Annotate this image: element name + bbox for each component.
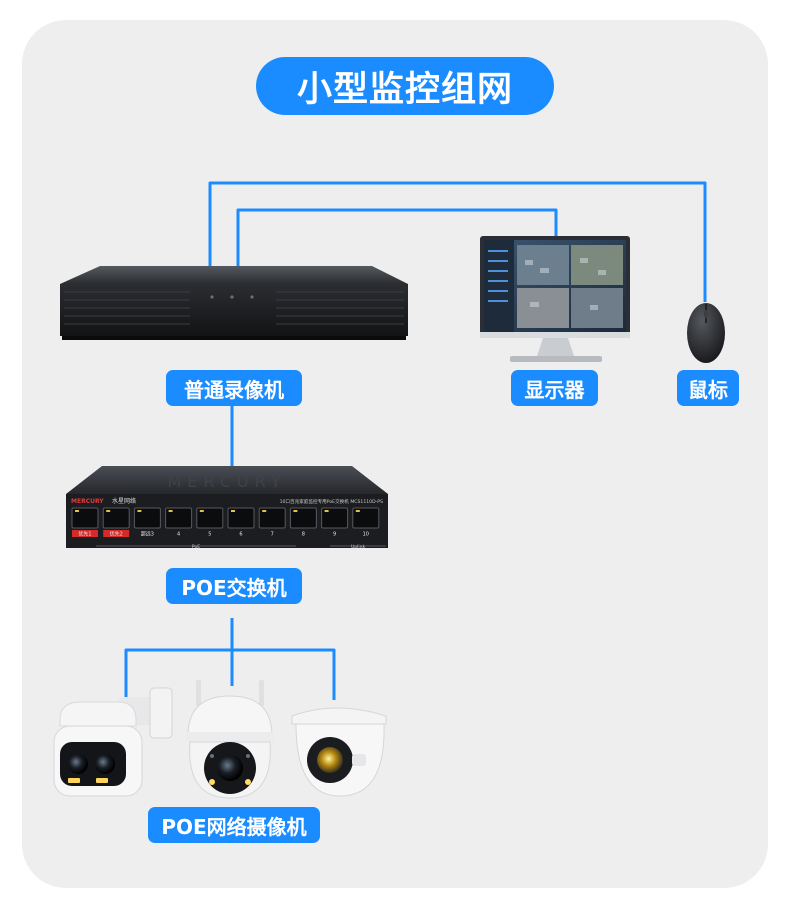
switch-uplink-group: Uplink	[351, 544, 366, 550]
switch-port	[258, 507, 286, 529]
switch-port-led	[199, 510, 204, 512]
diagram-card	[22, 20, 768, 888]
switch-label: POE交换机	[166, 568, 302, 604]
switch-port-label: 8	[302, 532, 305, 538]
camera-dome	[291, 707, 387, 797]
switch-port	[321, 507, 349, 529]
switch-port	[102, 507, 130, 529]
switch-port-priority-tag	[103, 530, 130, 537]
switch-brand-cn: 水星网络	[112, 497, 136, 505]
switch-port-led	[324, 510, 329, 512]
switch-port-label: 9	[333, 532, 336, 538]
switch-port	[133, 507, 161, 529]
switch-top-brand: MERCURY	[168, 472, 287, 491]
cameras-label: POE网络摄像机	[148, 807, 320, 843]
switch-port-led	[355, 510, 360, 512]
switch-port	[289, 507, 317, 529]
switch-port	[196, 507, 224, 529]
monitor-label: 显示器	[511, 370, 598, 406]
switch-port	[227, 507, 255, 529]
line-nvr-to-mouse	[208, 181, 707, 302]
switch-port-label: 4	[177, 532, 180, 538]
nvr-device	[60, 266, 408, 340]
switch-port-led	[106, 510, 111, 512]
diagram-title: 小型监控组网	[256, 57, 554, 115]
switch-port-label: 5	[208, 532, 211, 538]
mouse-label: 鼠标	[677, 370, 739, 406]
switch-port-priority-tag	[72, 530, 98, 537]
nvr-label: 普通录像机	[166, 370, 302, 406]
camera-ptz-dual	[53, 687, 173, 797]
mouse-device	[687, 303, 725, 363]
switch-model: 10口百兆家庭监控专用PoE交换机 MCS1110D-PS	[280, 498, 383, 505]
camera-ptz-wifi	[186, 680, 274, 799]
switch-port	[165, 507, 193, 529]
switch-port-label: 超远3	[141, 531, 154, 538]
switch-ports: 优先1 优先2 超远3 4 5 6 7 8 9 10	[71, 507, 380, 538]
switch-port-led	[231, 510, 235, 512]
line-nvr-to-monitor	[236, 208, 558, 268]
switch-device: MERCURY MERCURY 水星网络 10口百兆家庭监控专用PoE交换机 M…	[66, 466, 388, 550]
switch-brand: MERCURY	[71, 498, 104, 505]
connection-lines	[124, 181, 707, 704]
switch-port-label: 6	[239, 532, 242, 538]
switch-port-label: 10	[363, 532, 369, 538]
switch-port	[352, 507, 380, 529]
switch-port-led	[293, 510, 298, 512]
switch-port	[71, 507, 99, 529]
switch-port-label: 优先2	[110, 531, 123, 538]
line-camera-branch	[124, 648, 336, 704]
switch-port-led	[168, 510, 173, 512]
monitor-device	[480, 236, 630, 362]
switch-port-led	[75, 510, 79, 512]
switch-port-led	[137, 510, 142, 512]
switch-port-label: 优先1	[78, 531, 91, 538]
switch-port-led	[262, 510, 267, 512]
switch-port-label: 7	[271, 532, 274, 538]
switch-poe-group: PoE	[192, 544, 200, 550]
